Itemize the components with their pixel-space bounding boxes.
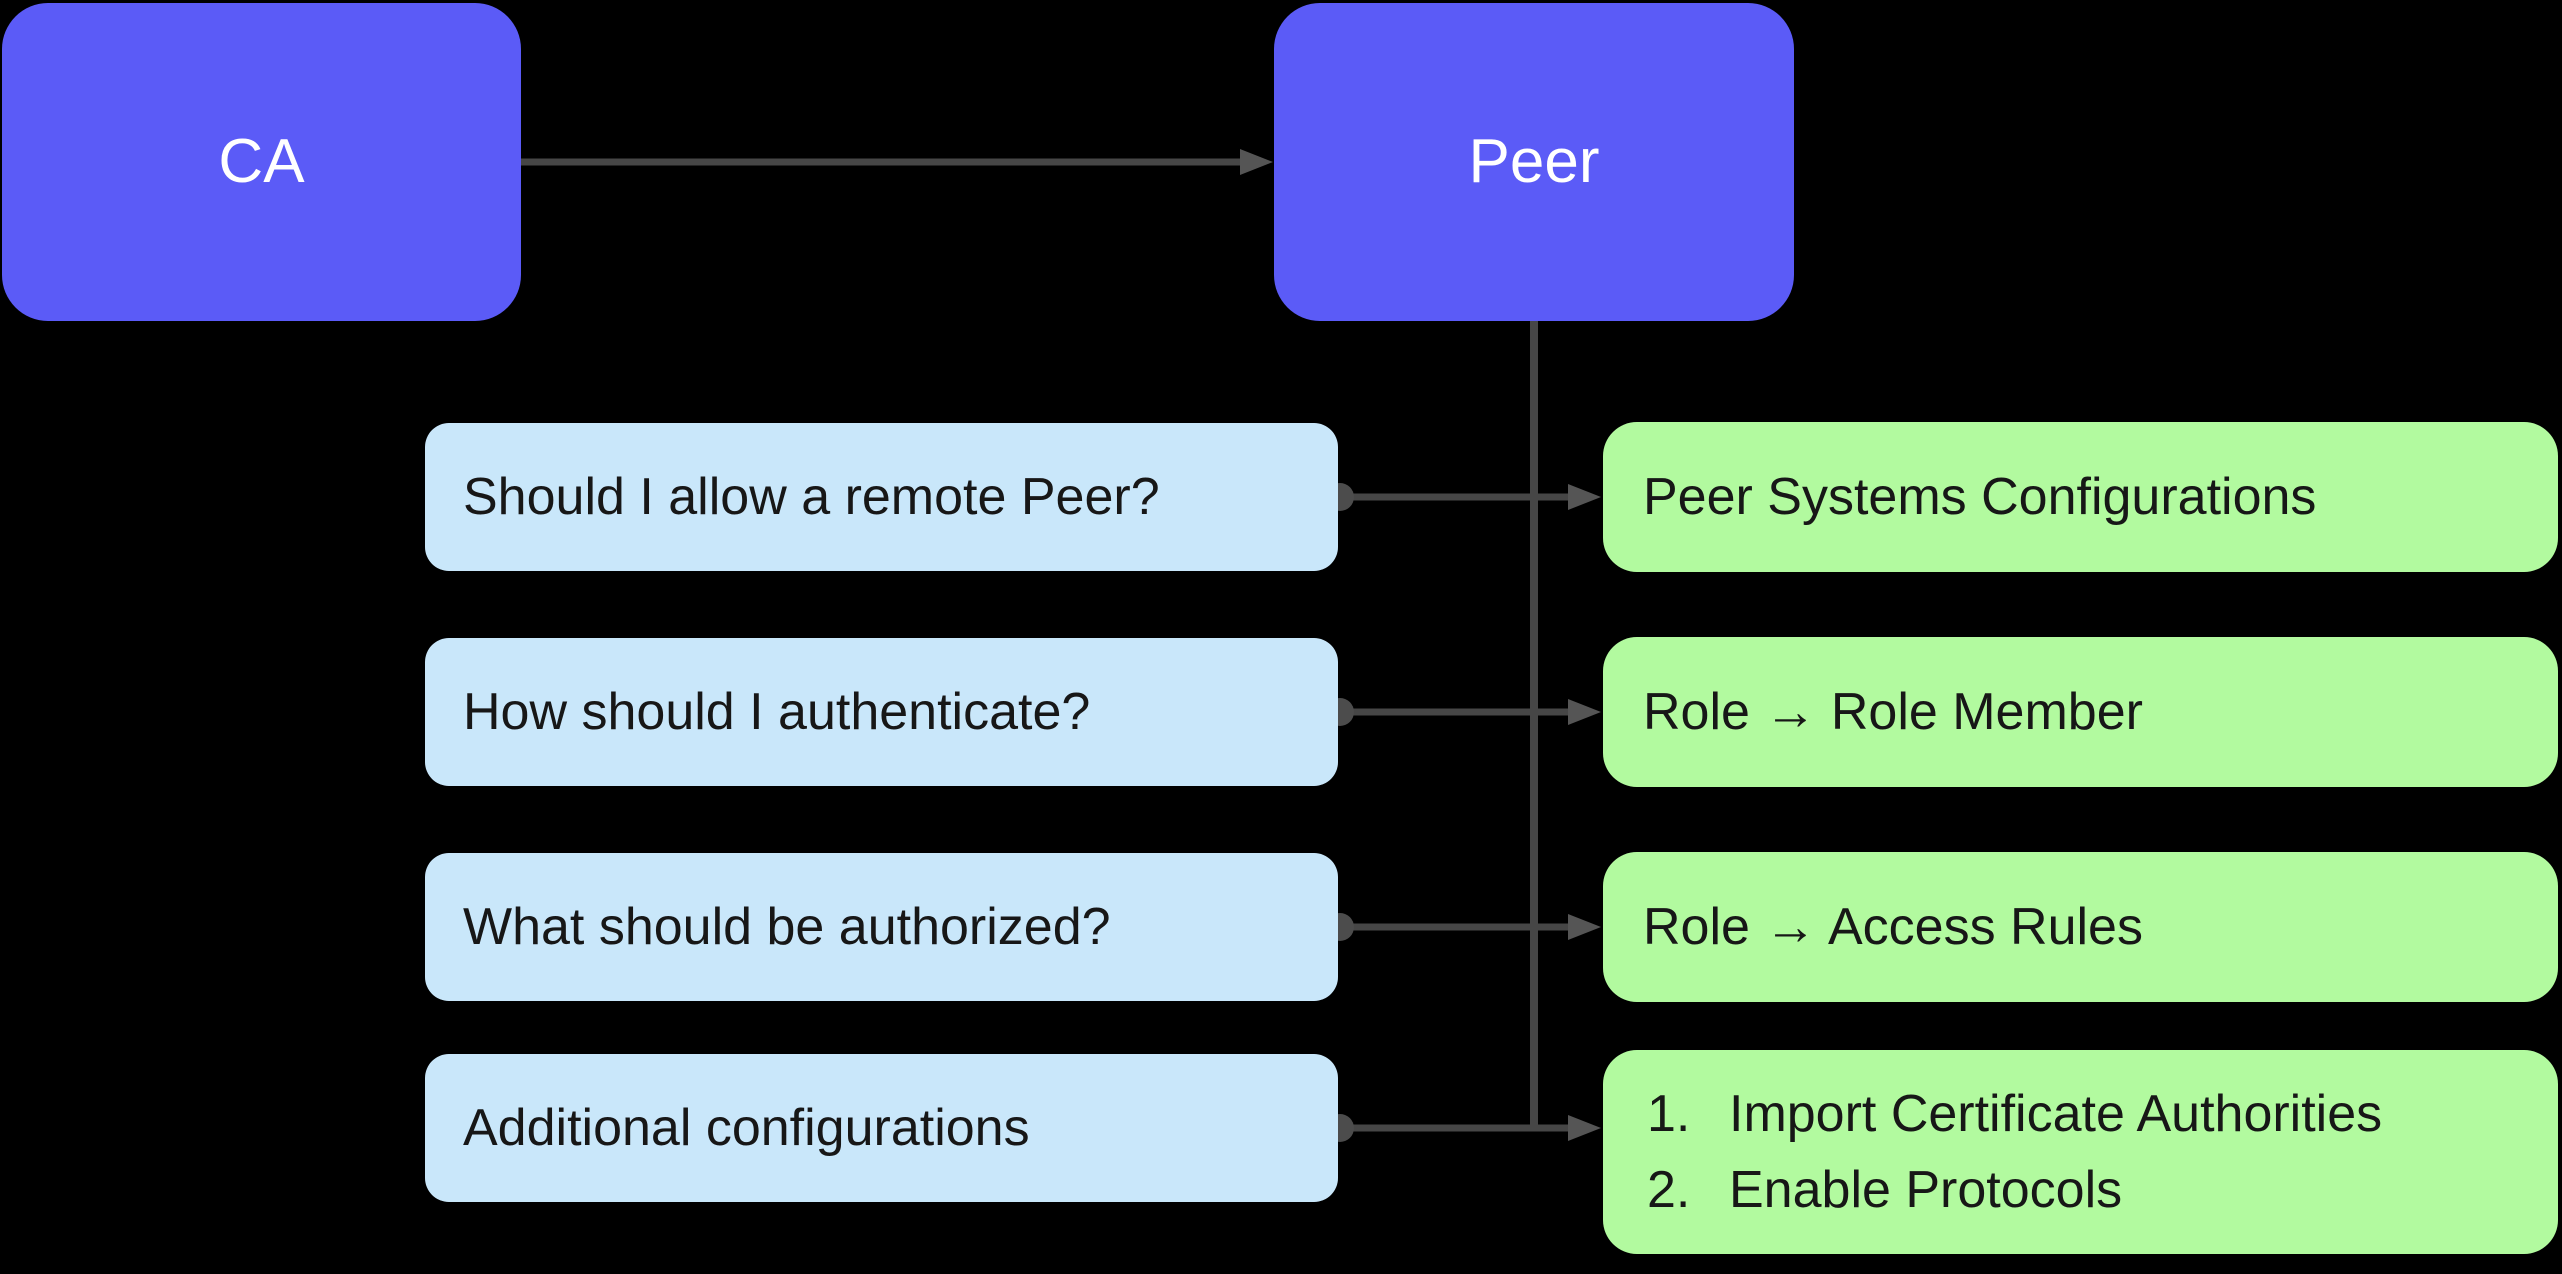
answer-label: Role → Role Member	[1643, 683, 2143, 741]
answer-label: Role → Access Rules	[1643, 898, 2143, 956]
question-box-what-authorized: What should be authorized?	[425, 853, 1338, 1001]
list-item-text: Import Certificate Authorities	[1729, 1085, 2383, 1143]
question-box-allow-remote-peer: Should I allow a remote Peer?	[425, 423, 1338, 571]
node-ca: CA	[2, 3, 521, 321]
question-label: Additional configurations	[463, 1099, 1030, 1157]
answer-box-role-member: Role → Role Member	[1603, 637, 2558, 787]
answer-label: Peer Systems Configurations	[1643, 468, 2317, 526]
answer-box-peer-systems-configurations: Peer Systems Configurations	[1603, 422, 2558, 572]
answer-list-item: 1. Import Certificate Authorities	[1647, 1076, 2558, 1152]
question-box-additional-configurations: Additional configurations	[425, 1054, 1338, 1202]
answer-box-additional-steps: 1. Import Certificate Authorities 2. Ena…	[1603, 1050, 2558, 1254]
list-item-number: 1.	[1647, 1085, 1691, 1143]
node-peer-label: Peer	[1468, 127, 1600, 196]
list-item-text: Enable Protocols	[1729, 1161, 2123, 1219]
row1-arrowhead-icon	[1568, 484, 1601, 510]
question-label: Should I allow a remote Peer?	[463, 468, 1160, 526]
answer-box-access-rules: Role → Access Rules	[1603, 852, 2558, 1002]
answer-list-item: 2. Enable Protocols	[1647, 1152, 2558, 1228]
ca-to-peer-arrowhead-icon	[1240, 149, 1273, 175]
question-label: How should I authenticate?	[463, 683, 1091, 741]
row4-arrowhead-icon	[1568, 1115, 1601, 1141]
row2-arrowhead-icon	[1568, 699, 1601, 725]
question-label: What should be authorized?	[463, 898, 1111, 956]
row3-arrowhead-icon	[1568, 914, 1601, 940]
node-ca-label: CA	[218, 127, 305, 196]
node-peer: Peer	[1274, 3, 1794, 321]
list-item-number: 2.	[1647, 1161, 1691, 1219]
question-box-how-authenticate: How should I authenticate?	[425, 638, 1338, 786]
